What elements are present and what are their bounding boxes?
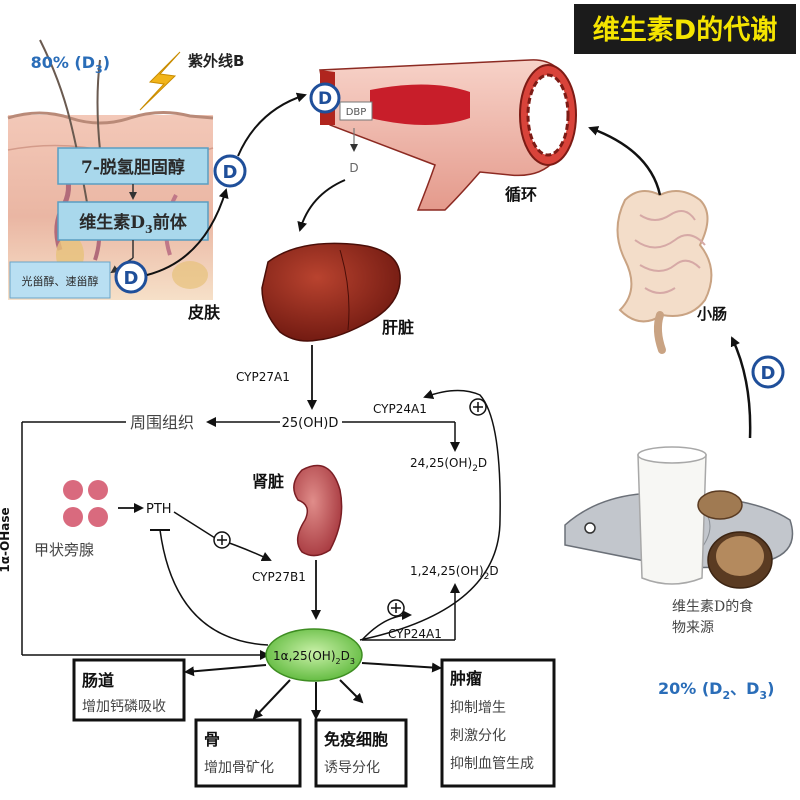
precursor-1-label: 7-脱氢胆固醇 [81, 157, 185, 178]
liver-enzyme: CYP27A1 [236, 370, 290, 384]
precursor-box-2: 维生素D3前体 [57, 201, 209, 241]
food-sources-illustration [564, 446, 794, 589]
cyp24a1-bottom-label: CYP24A1 [388, 627, 442, 641]
tumor-line-1: 抑制增生 [450, 700, 506, 716]
cyp24a1-top-label: CYP24A1 [373, 402, 427, 416]
svg-text:D: D [124, 268, 139, 289]
active-metabolite-node: 1α,25(OH)2D3 [265, 628, 363, 682]
svg-text:D: D [223, 162, 238, 183]
stimulation-icon-pth [213, 531, 231, 549]
immune-title: 免疫细胞 [324, 730, 388, 749]
tumor-line-2: 刺激分化 [450, 727, 506, 744]
dbp-label: DBP [346, 107, 367, 118]
bone-title: 骨 [204, 730, 220, 749]
intestine-label: 小肠 [697, 305, 727, 323]
metabolite-25-oh-d: 25(OH)D [282, 416, 339, 431]
skin-percent: 80% (D3) [31, 53, 110, 76]
pth-label: PTH [146, 502, 172, 517]
parathyroid-label: 甲状旁腺 [34, 541, 94, 559]
vitamin-d-badge-skin-bottom: D [114, 260, 148, 294]
stimulation-icon-top [469, 398, 487, 416]
vitamin-d-badge-diet: D [751, 355, 785, 389]
diet-source-line-1: 维生素D的食 [672, 598, 753, 615]
skin-label: 皮肤 [187, 303, 221, 322]
effect-box-bone: 骨 增加骨矿化 [194, 718, 302, 788]
uvb-bolt-icon [139, 51, 181, 111]
kidney-enzyme: CYP27B1 [252, 570, 306, 584]
free-d-label: D [349, 161, 358, 175]
effect-box-tumor: 肿瘤 抑制增生 刺激分化 抑制血管生成 [440, 658, 556, 788]
liver-illustration [261, 242, 401, 342]
precursor-2-label: 维生素D3前体 [79, 212, 187, 236]
metabolite-1-24-25: 1,24,25(OH)2D [410, 564, 499, 582]
tumor-line-3: 抑制血管生成 [450, 756, 534, 772]
kidney-label: 肾脏 [252, 472, 284, 491]
intestine-illustration [616, 190, 713, 354]
diet-percent: 20% (D2、D3) [658, 679, 774, 702]
vitamin-d-badge-skin-top: D [213, 154, 247, 188]
uvb-label: 紫外线B [188, 52, 244, 70]
active-metabolite-label: 1α,25(OH)2D3 [273, 649, 355, 666]
vitamin-d-badge-circulation: D [309, 82, 341, 114]
skin-byproducts: 光甾醇、速甾醇 [22, 274, 99, 288]
kidney-illustration [293, 464, 343, 557]
hydroxylase-label: 1α-OHase [0, 507, 12, 572]
gut-desc: 增加钙磷吸收 [82, 699, 166, 715]
peripheral-tissue-label: 周围组织 [130, 413, 194, 432]
circulation-label: 循环 [505, 185, 537, 204]
artery-illustration [319, 59, 577, 211]
precursor-box-1: 7-脱氢胆固醇 [57, 147, 209, 185]
diet-source-line-2: 物来源 [672, 620, 714, 636]
bone-desc: 增加骨矿化 [204, 760, 274, 776]
title-box: 维生素D的代谢 [574, 4, 796, 54]
effect-box-immune: 免疫细胞 诱导分化 [314, 718, 408, 788]
effect-box-gut: 肠道 增加钙磷吸收 [72, 658, 186, 722]
parathyroid-illustration [63, 480, 108, 527]
stimulation-icon-bottom [387, 599, 405, 617]
liver-label: 肝脏 [382, 318, 414, 337]
metabolite-24-25: 24,25(OH)2D [410, 456, 487, 474]
immune-desc: 诱导分化 [324, 760, 380, 776]
tumor-title: 肿瘤 [450, 669, 482, 688]
svg-text:D: D [318, 89, 332, 109]
svg-text:D: D [761, 363, 776, 384]
gut-title: 肠道 [82, 671, 114, 690]
diagram-title: 维生素D的代谢 [593, 14, 777, 46]
